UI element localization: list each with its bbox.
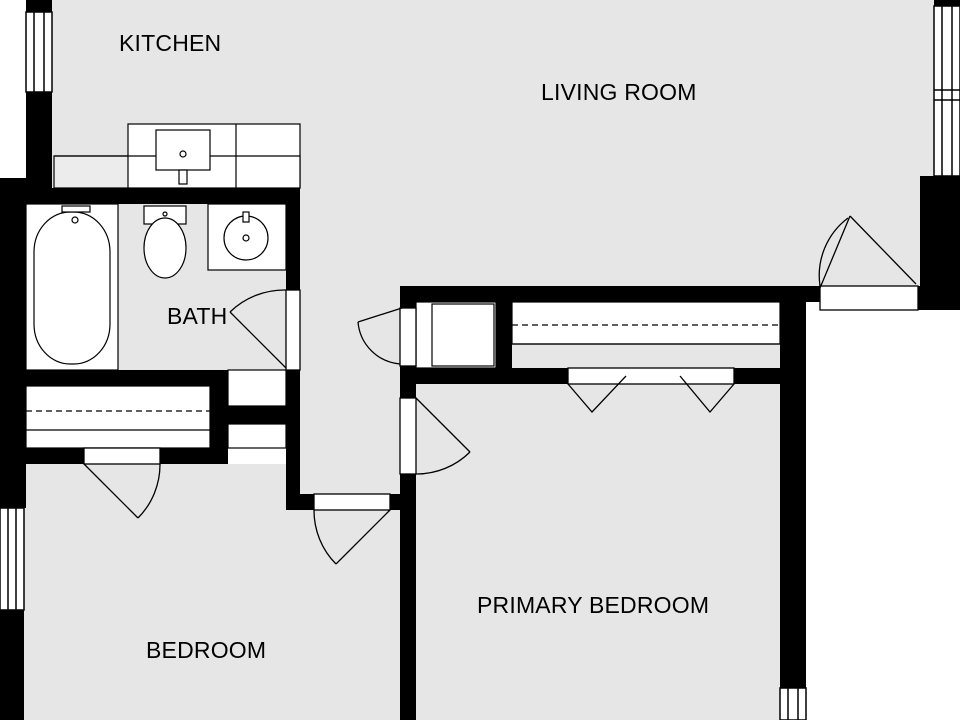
wall-bath-right bbox=[286, 188, 300, 290]
room-labels: KITCHEN LIVING ROOM BATH BEDROOM PRIMARY… bbox=[119, 30, 709, 663]
door-primary-bedroom[interactable] bbox=[399, 397, 471, 475]
toilet-bowl bbox=[143, 217, 187, 279]
hall-closet-inner bbox=[431, 303, 495, 367]
kitchen-faucet bbox=[178, 169, 188, 185]
wall-primary-top bbox=[400, 286, 820, 302]
door-primary-closet-bifold[interactable] bbox=[567, 367, 735, 414]
closet-primary bbox=[511, 301, 781, 345]
hallway-floor bbox=[286, 288, 400, 498]
bath-fixtures bbox=[25, 203, 287, 371]
primary-bedroom-floor bbox=[416, 384, 780, 720]
label-kitchen: KITCHEN bbox=[119, 30, 221, 56]
closets bbox=[25, 301, 781, 449]
wall-left-bedroom bbox=[0, 610, 24, 720]
wall-closet-divider bbox=[210, 370, 228, 464]
wall-bath-top bbox=[0, 188, 300, 204]
wall-right-top bbox=[934, 0, 960, 6]
door-bedroom-closet[interactable] bbox=[83, 447, 161, 519]
label-living-room: LIVING ROOM bbox=[541, 79, 697, 105]
door-bedroom[interactable] bbox=[313, 493, 391, 565]
linen-closet-hall bbox=[227, 369, 287, 407]
window-bedroom-left bbox=[0, 507, 25, 611]
door-entry[interactable] bbox=[818, 215, 919, 311]
bath-sink-drain bbox=[242, 234, 250, 242]
wall-closet-bottom bbox=[0, 448, 84, 464]
wall-primary-closet-bottom bbox=[400, 368, 568, 384]
tub-faucet bbox=[61, 205, 91, 213]
label-bath: BATH bbox=[167, 303, 227, 329]
wall-bath-right-lower bbox=[286, 370, 300, 508]
linen-closet-hall-2 bbox=[227, 423, 287, 449]
bath-sink-faucet bbox=[242, 211, 250, 223]
kitchen-counter bbox=[53, 123, 301, 189]
window-primary-bottom bbox=[779, 687, 807, 720]
windows bbox=[0, 5, 960, 720]
wall-primary-closet-bottom-2 bbox=[734, 368, 780, 384]
wall-closet-mid bbox=[228, 406, 300, 424]
wall-right-mid bbox=[920, 176, 960, 310]
kitchen-drain bbox=[179, 150, 187, 158]
label-primary-bedroom: PRIMARY BEDROOM bbox=[477, 592, 709, 618]
wall-living-closet-stub bbox=[496, 302, 512, 368]
window-kitchen-left bbox=[25, 11, 53, 93]
window-living-right bbox=[933, 5, 960, 177]
wall-bedroom-hall bbox=[286, 494, 314, 510]
door-hall-closet[interactable] bbox=[357, 307, 417, 367]
toilet-button bbox=[162, 211, 168, 217]
closet-left bbox=[25, 385, 211, 449]
wall-left-kitchen bbox=[26, 92, 52, 190]
label-bedroom: BEDROOM bbox=[146, 637, 266, 663]
wall-center-lower bbox=[400, 474, 416, 720]
wall-left-upper bbox=[26, 0, 52, 12]
doors bbox=[83, 215, 919, 565]
door-bath[interactable] bbox=[229, 289, 301, 371]
tub-drain bbox=[71, 216, 79, 224]
wall-primary-right bbox=[780, 286, 806, 688]
wall-closet-bottom-2 bbox=[160, 448, 228, 464]
kitchen-sink bbox=[155, 129, 211, 171]
bathtub-inner bbox=[33, 211, 111, 365]
wall-bath-bottom bbox=[0, 370, 228, 386]
